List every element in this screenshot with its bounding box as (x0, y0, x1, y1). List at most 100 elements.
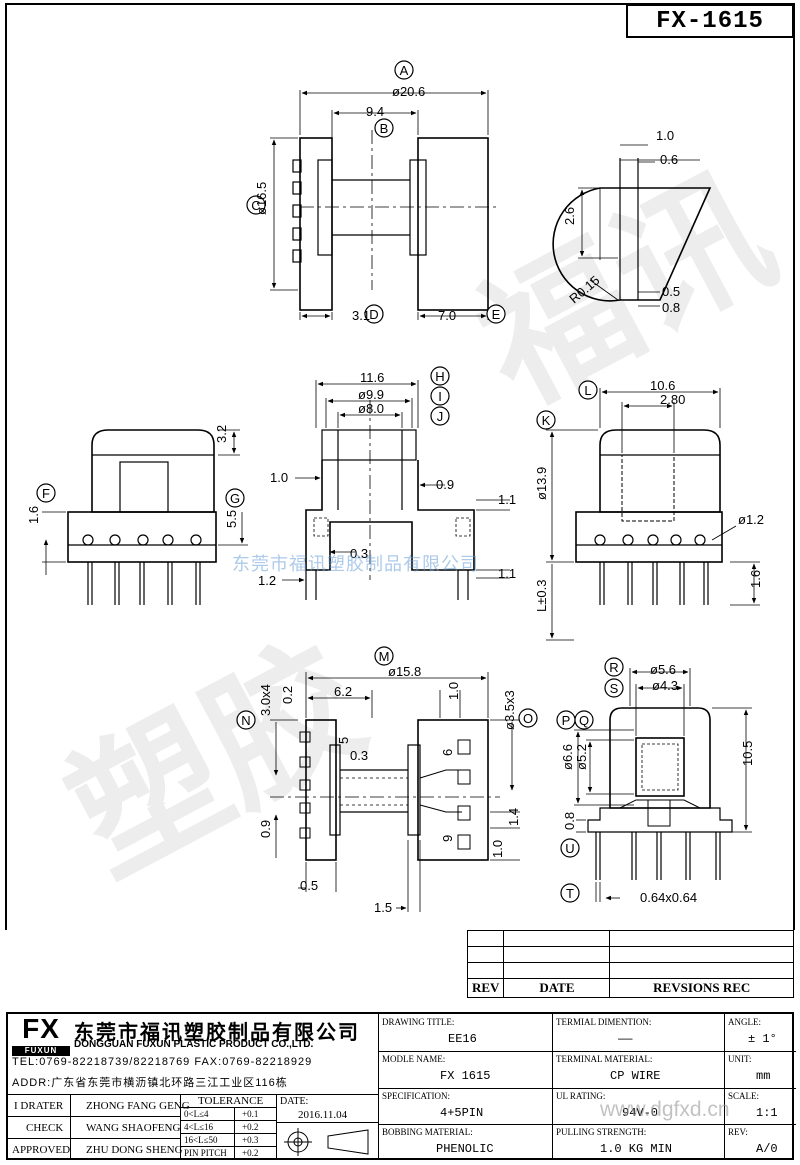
circle-label-q: Q (574, 710, 594, 730)
checker-name: WANG SHAOFENG (86, 1122, 181, 1134)
sheet-border (5, 3, 795, 930)
tolerance-range-1: 0<L≤4 (184, 1109, 209, 1119)
dim-bt-15: 1.5 (374, 900, 392, 915)
svg-text:L: L (584, 383, 591, 398)
svg-text:C: C (251, 198, 260, 213)
terminal-dimension-label: TERMIAL DIMENTION: (556, 1017, 652, 1027)
dim-side-06: 0.6 (660, 152, 678, 167)
dim-bt-158: ø15.8 (388, 664, 421, 679)
circle-label-s: S (604, 678, 624, 698)
circle-label-o: O (518, 708, 538, 728)
dim-bt-05: 0.5 (300, 878, 318, 893)
svg-text:T: T (566, 886, 574, 901)
drawing-title: EE16 (448, 1032, 477, 1046)
dim-cs-11a: 1.1 (498, 492, 516, 507)
circle-label-f: F (36, 483, 56, 503)
logo-text: FX (22, 1013, 60, 1044)
unit-label: UNIT: (728, 1054, 752, 1064)
dim-bt-14: 1.4 (506, 808, 521, 826)
dim-top-a: ø20.6 (392, 84, 425, 99)
circle-label-h: H (430, 366, 450, 386)
view-right-side (546, 388, 760, 641)
company-address: ADDR:广东省东莞市横沥镇北环路三江工业区116栋 (12, 1077, 288, 1089)
drawing-title-label: DRAWING TITLE: (382, 1017, 455, 1027)
terminal-material: CP WIRE (610, 1069, 661, 1083)
company-name-cn: 东莞市福讯塑胶制品有限公司 (74, 1022, 360, 1044)
revision-row (466, 946, 794, 963)
dim-side-r015: R0.15 (566, 273, 602, 307)
tolerance-range-3: 16<L≤50 (184, 1135, 218, 1145)
dim-bt-35x3: ø3.5x3 (502, 690, 517, 730)
view-top-side (270, 90, 500, 320)
dim-fr-12: 1.2 (258, 573, 276, 588)
dim-bt-03: 0.3 (350, 748, 368, 763)
dim-br-105: 10.5 (740, 741, 755, 766)
bobbin-material-label: BOBBING MATERIAL: (382, 1127, 473, 1137)
circle-label-u: U (560, 838, 580, 858)
circle-label-g: G (225, 488, 245, 508)
terminal-dimension: —— (618, 1032, 633, 1046)
terminal-material-label: TERMINAL MATERIAL: (556, 1054, 653, 1064)
dim-top-c: ø16.5 (254, 182, 269, 215)
company-name-en: DONGGUAN FUXUN PLASTIC PRODUCT CO.,LTD. (74, 1039, 314, 1050)
svg-text:I: I (438, 389, 442, 404)
dim-rs-l03: L±0.3 (534, 580, 549, 612)
dim-bt-10a: 1.0 (446, 682, 461, 700)
view-bottom-right (574, 668, 752, 902)
svg-text:G: G (230, 491, 240, 506)
circle-label-i: I (430, 386, 450, 406)
dim-bt-09: 0.9 (258, 820, 273, 838)
dim-br-56: ø5.6 (650, 662, 676, 677)
dim-cs-116: 11.6 (360, 370, 384, 385)
circle-label-e: E (486, 304, 506, 324)
drafter-role: I DRATER (14, 1100, 64, 1112)
bobbin-material: PHENOLIC (436, 1142, 494, 1156)
svg-text:P: P (562, 713, 571, 728)
dim-cs-09: 0.9 (436, 477, 454, 492)
dim-cs-11b: 1.1 (498, 566, 516, 581)
spec-label: SPECIFICATION: (382, 1091, 451, 1101)
circle-label-r: R (604, 657, 624, 677)
dim-rs-139: ø13.9 (534, 467, 549, 500)
approver-name: ZHU DONG SHENG (86, 1144, 183, 1156)
dim-br-52: ø5.2 (574, 744, 589, 770)
circle-label-k: K (536, 410, 556, 430)
circle-label-l: L (578, 380, 598, 400)
dim-rs-280: 2.80 (660, 392, 685, 407)
dim-pin-5: 5 (336, 737, 351, 744)
dim-rs-106: 10.6 (650, 378, 675, 393)
svg-text:H: H (435, 369, 444, 384)
company-tel: TEL:0769-82218739/82218769 FAX:0769-8221… (12, 1056, 313, 1068)
ul-rating: 94V-0 (622, 1106, 659, 1120)
drawing-date: 2016.11.04 (298, 1109, 348, 1121)
date-header: DATE (503, 978, 611, 998)
pulling-strength: 1.0 KG MIN (600, 1142, 673, 1156)
svg-text:J: J (437, 409, 444, 424)
svg-text:S: S (610, 681, 619, 696)
date-label: DATE: (280, 1096, 309, 1107)
svg-text:A: A (400, 63, 409, 78)
tolerance-value-4: +0.2 (242, 1148, 259, 1158)
revision-row (466, 930, 794, 947)
dim-br-08: 0.8 (562, 812, 577, 830)
tolerance-title: TOLERANCE (198, 1095, 264, 1107)
view-cross-section (282, 380, 510, 600)
model-name: FX 1615 (440, 1069, 491, 1083)
checker-role: CHECK (26, 1122, 64, 1134)
dim-bt-10b: 1.0 (490, 840, 505, 858)
tolerance-range-2: 4<L≤16 (184, 1122, 214, 1132)
angle: ± 1° (748, 1032, 777, 1046)
dim-fr-55: 5.5 (224, 510, 239, 528)
logo-subtext: FUXUN (12, 1046, 70, 1056)
dim-cs-99: ø9.9 (358, 387, 384, 402)
svg-text:Q: Q (579, 713, 589, 728)
tolerance-value-3: +0.3 (242, 1135, 259, 1145)
view-front (42, 429, 248, 605)
dim-side-08: 0.8 (662, 300, 680, 315)
scale: 1:1 (756, 1106, 778, 1120)
circle-label-a: A (394, 60, 414, 80)
drafter-name: ZHONG FANG GENG (86, 1100, 190, 1112)
revisions-header: REVSIONS REC (609, 978, 794, 998)
approver-role: APPROVED (12, 1144, 71, 1156)
